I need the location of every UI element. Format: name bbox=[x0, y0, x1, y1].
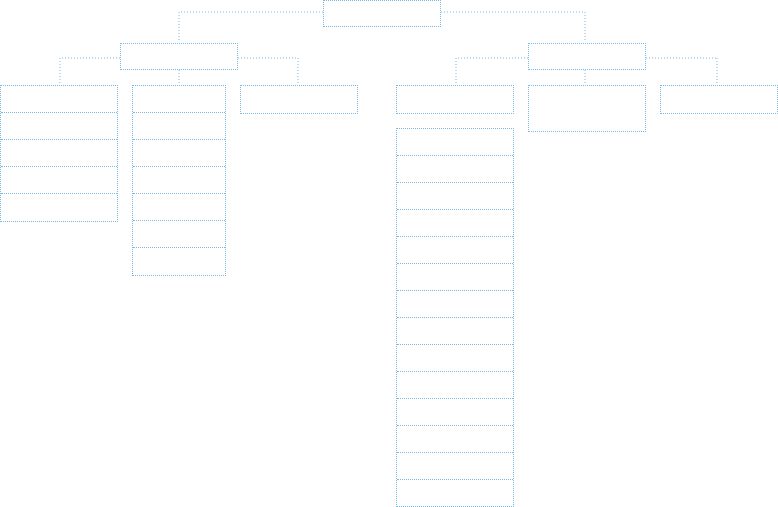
list-item[interactable] bbox=[133, 86, 225, 113]
right-leaf-a-node[interactable] bbox=[396, 85, 514, 114]
list-item[interactable] bbox=[1, 140, 117, 167]
right-branch-node[interactable] bbox=[528, 43, 646, 70]
list-item[interactable] bbox=[1, 167, 117, 194]
list-item[interactable] bbox=[397, 372, 513, 399]
list-item[interactable] bbox=[1, 86, 117, 113]
list-item[interactable] bbox=[133, 167, 225, 194]
list-item[interactable] bbox=[1, 194, 117, 221]
list-item[interactable] bbox=[397, 129, 513, 156]
right-leaf-c-node[interactable] bbox=[660, 85, 778, 114]
right-leaf-b-node[interactable] bbox=[528, 85, 646, 132]
list-item[interactable] bbox=[397, 480, 513, 507]
list-item[interactable] bbox=[133, 221, 225, 248]
list-item[interactable] bbox=[133, 194, 225, 221]
list-item[interactable] bbox=[397, 291, 513, 318]
list-item[interactable] bbox=[133, 140, 225, 167]
list-item[interactable] bbox=[397, 156, 513, 183]
list-item[interactable] bbox=[397, 264, 513, 291]
list-item[interactable] bbox=[397, 426, 513, 453]
list-a bbox=[0, 85, 118, 222]
root-node[interactable] bbox=[323, 0, 441, 27]
list-item[interactable] bbox=[397, 453, 513, 480]
list-item[interactable] bbox=[133, 113, 225, 140]
list-item[interactable] bbox=[397, 318, 513, 345]
left-leaf-node[interactable] bbox=[240, 85, 358, 114]
list-item[interactable] bbox=[397, 345, 513, 372]
list-item[interactable] bbox=[397, 237, 513, 264]
list-item[interactable] bbox=[397, 399, 513, 426]
left-branch-node[interactable] bbox=[120, 43, 238, 70]
list-item[interactable] bbox=[133, 248, 225, 275]
list-item[interactable] bbox=[1, 113, 117, 140]
list-c bbox=[396, 128, 514, 507]
list-item[interactable] bbox=[397, 183, 513, 210]
list-b bbox=[132, 85, 226, 276]
list-item[interactable] bbox=[397, 210, 513, 237]
